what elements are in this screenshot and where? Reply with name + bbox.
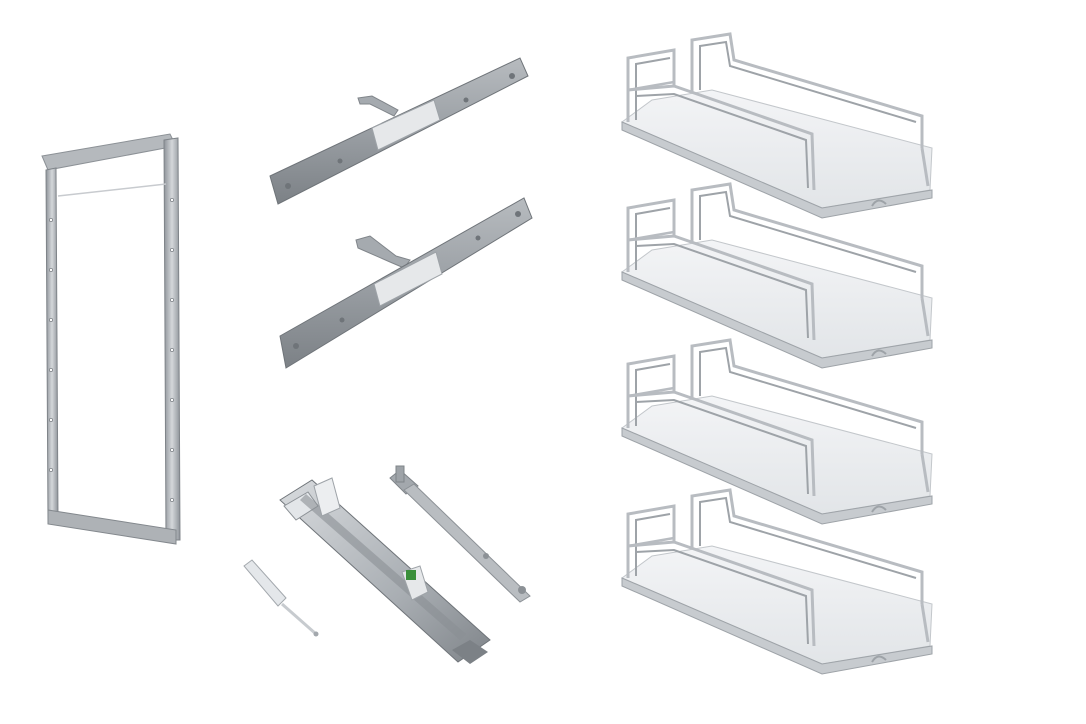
wire-basket-tray-3	[620, 338, 934, 526]
wire-basket-tray-1	[620, 32, 934, 220]
wire-basket-tray-4	[620, 488, 934, 676]
drawer-runner	[279, 477, 491, 664]
wire-basket-tray-2	[620, 182, 934, 370]
soft-close-damper	[243, 559, 319, 637]
runner-linkage-arm	[389, 465, 531, 603]
mounting-bracket-top	[269, 57, 529, 205]
pantry-frame	[41, 133, 181, 545]
green-clip-icon	[406, 570, 416, 580]
mounting-bracket-bottom	[279, 197, 533, 369]
